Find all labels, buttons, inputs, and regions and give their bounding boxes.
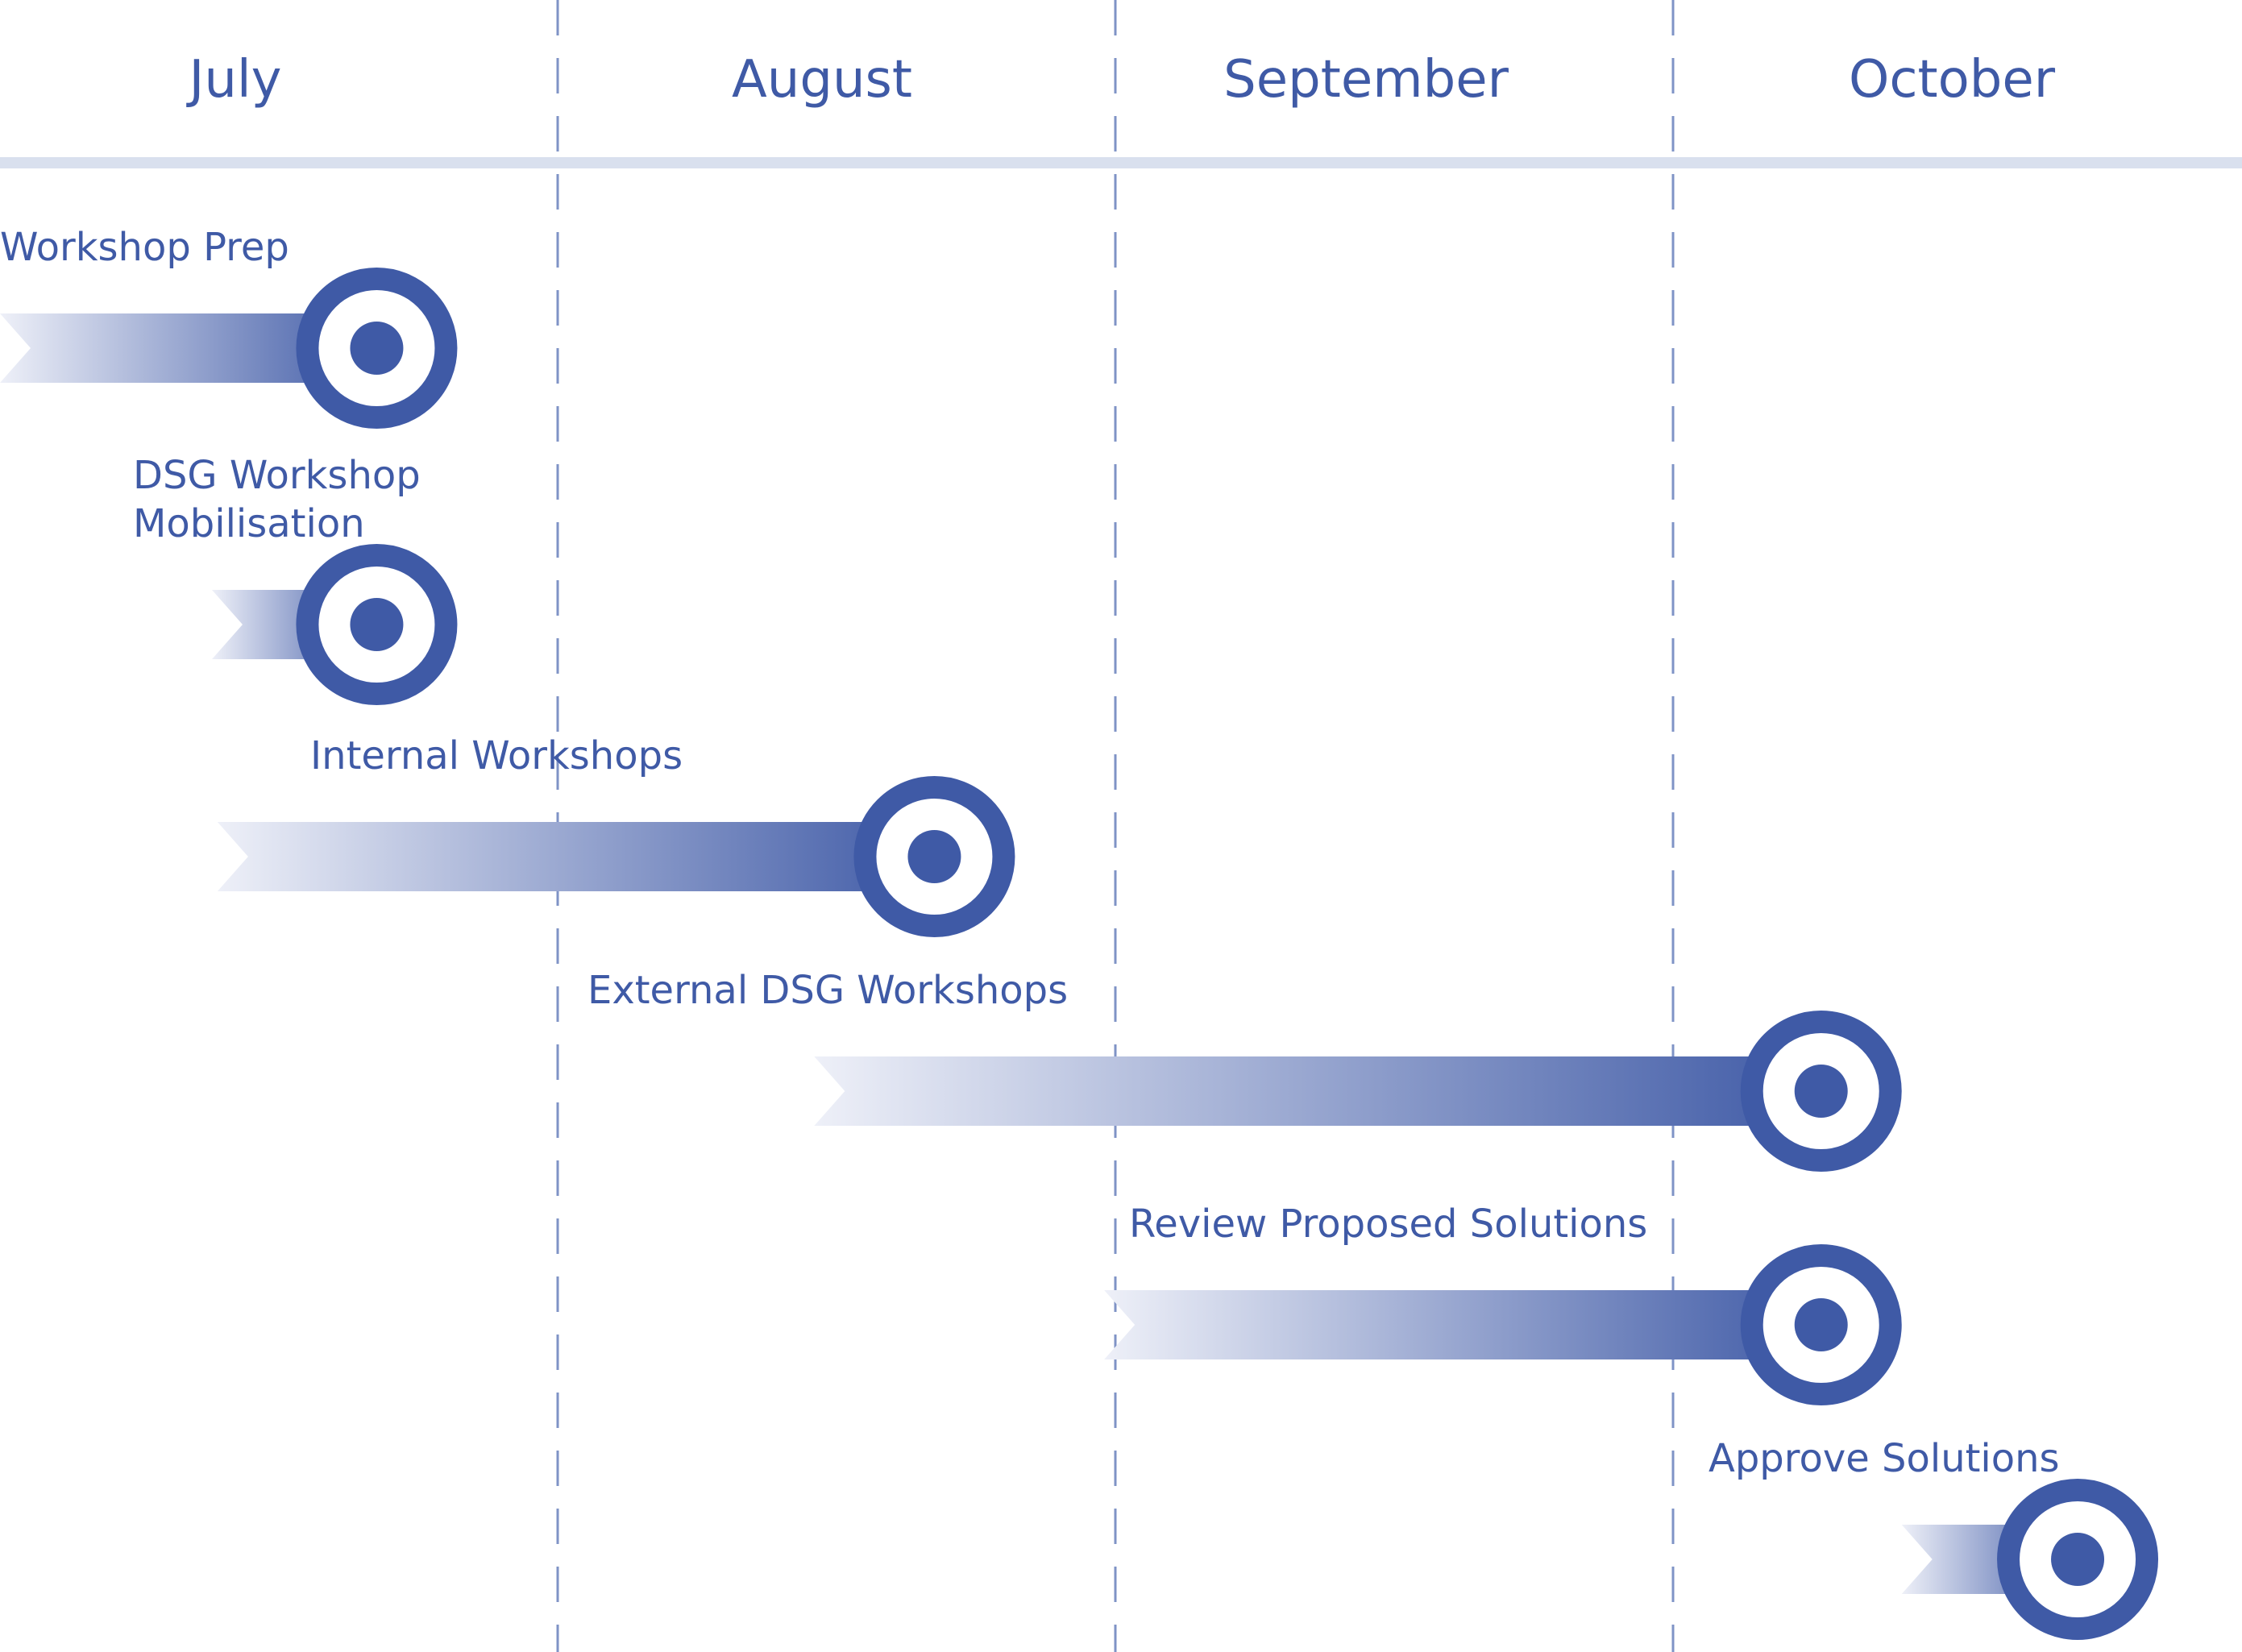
task-bar: [814, 1056, 1821, 1126]
task-row: Workshop Prep: [0, 225, 458, 429]
header-rule: [0, 157, 2242, 168]
month-label: September: [1223, 50, 1509, 110]
month-label: August: [732, 50, 912, 110]
milestone-dot-icon: [907, 830, 961, 883]
task-label: Review Proposed Solutions: [1129, 1202, 1647, 1247]
milestone-dot-icon: [350, 598, 404, 651]
task-label: Mobilisation: [133, 501, 365, 546]
milestone-dot-icon: [1794, 1298, 1848, 1351]
milestone-dot-icon: [1794, 1065, 1848, 1118]
task-label: External DSG Workshops: [587, 968, 1068, 1013]
task-label: Internal Workshops: [310, 733, 683, 778]
milestone-dot-icon: [2051, 1533, 2105, 1586]
task-row: Approve Solutions: [1708, 1436, 2159, 1640]
task-row: External DSG Workshops: [587, 968, 1902, 1172]
task-label: Approve Solutions: [1708, 1436, 2060, 1481]
task-row: Internal Workshops: [217, 733, 1015, 937]
task-label: Workshop Prep: [0, 225, 289, 270]
task-bar: [0, 313, 377, 383]
task-label: DSG Workshop: [133, 453, 421, 498]
month-label: July: [185, 50, 281, 110]
task-bar: [1104, 1290, 1821, 1359]
task-row: Review Proposed Solutions: [1104, 1202, 1902, 1405]
month-label: October: [1849, 50, 2056, 110]
milestone-dot-icon: [350, 322, 404, 375]
task-bar: [217, 822, 935, 891]
